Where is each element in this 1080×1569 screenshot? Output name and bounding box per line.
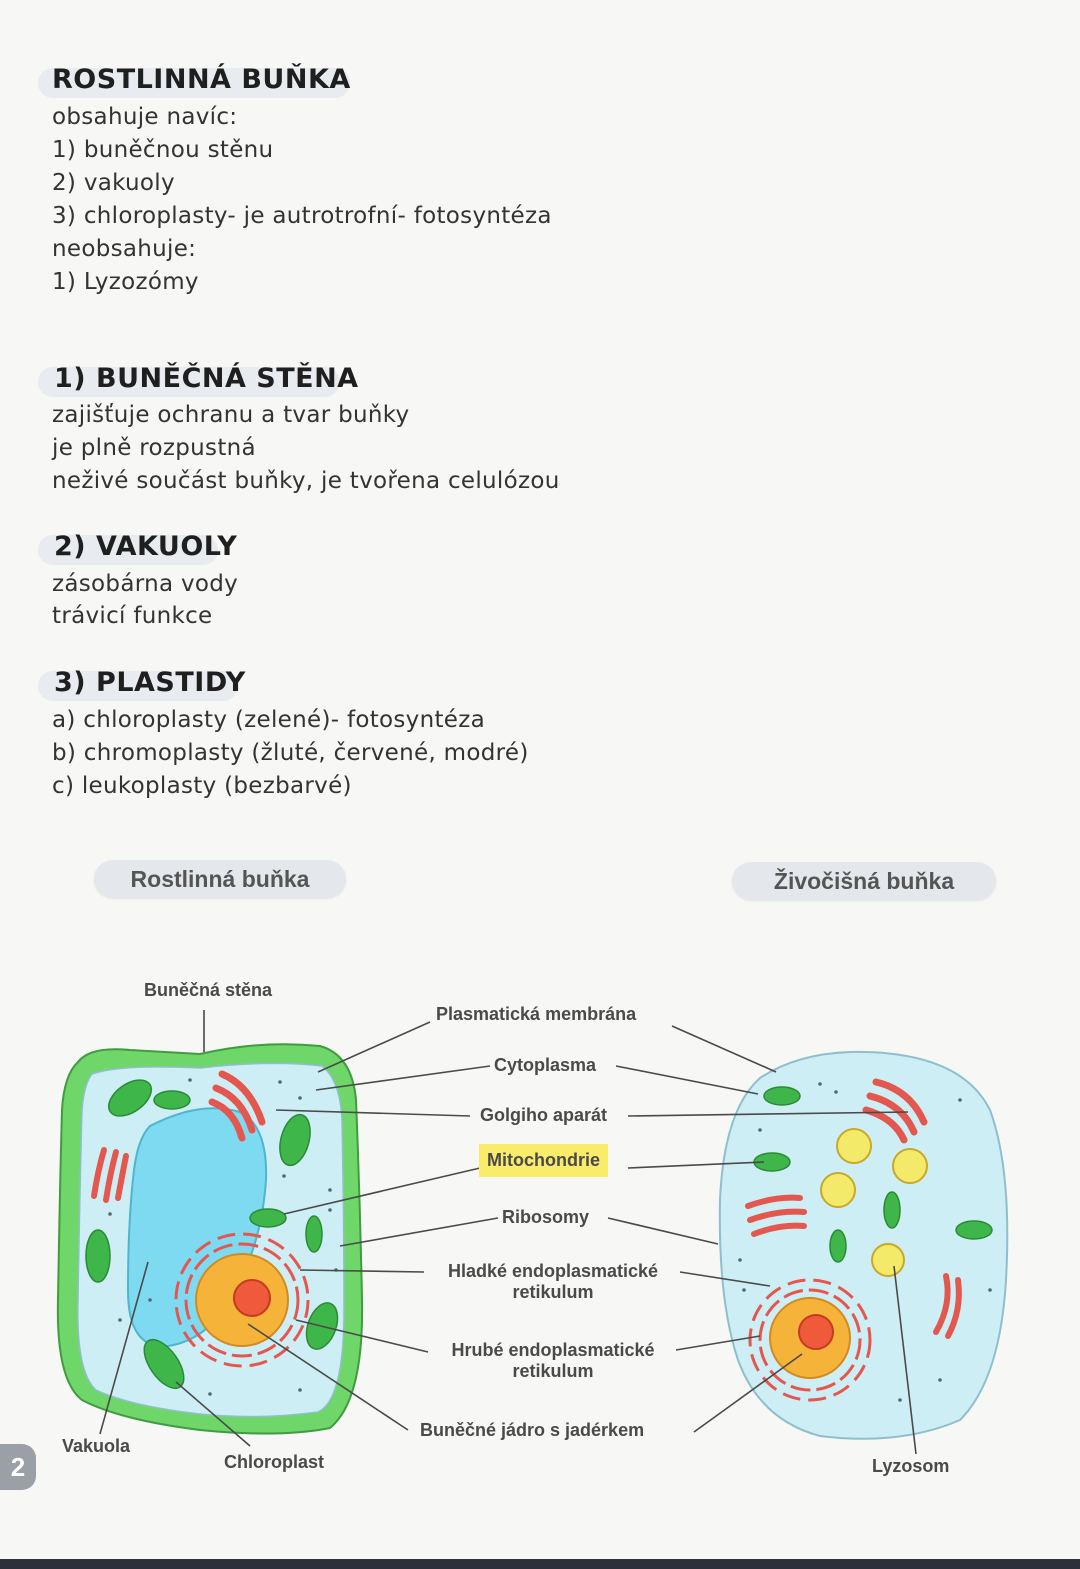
section-heading: 3) PLASTIDY [54,667,246,698]
animal-nucleolus [798,1314,834,1350]
plant-golgi [208,1070,266,1142]
animal-lysosomes [820,1128,928,1277]
note-line: c) leukoplasty (bezbarvé) [52,773,352,799]
label-golgi: Golgiho aparát [480,1105,608,1126]
animal-golgi-left [745,1194,807,1237]
note-line: 1) buněčnou stěnu [52,137,274,163]
leader-lines [99,1010,917,1455]
label-smooth-er-line1: Hladké endoplasmatické [447,1261,659,1281]
animal-mitochondrion [883,1191,901,1229]
label-lysosome: Lyzosom [872,1456,950,1477]
plant-mitochondrion [249,1208,287,1228]
label-ribosomes: Ribosomy [502,1207,590,1228]
note-line: zajišťuje ochranu a tvar buňky [52,402,410,428]
label-rough-er: Hrubé endoplasmatické retikulum [430,1340,676,1382]
animal-mitochondrion [955,1220,993,1240]
note-line: neobsahuje: [52,236,197,262]
plant-mitochondrion [153,1090,191,1110]
heading-highlight [38,68,350,98]
label-smooth-er-line2: retikulum [512,1282,594,1302]
note-line: 3) chloroplasty- je autrotrofní- fotosyn… [52,203,552,229]
section-heading: 2) VAKUOLY [54,531,238,562]
animal-ribosomes [738,1082,992,1402]
animal-nucleus-group [748,1278,872,1402]
plant-chloroplast [143,1338,185,1390]
animal-mitochondrion [829,1229,847,1263]
note-line: a) chloroplasty (zelené)- fotosyntéza [52,707,486,733]
animal-cell [718,1050,1009,1440]
label-vacuole: Vakuola [62,1436,131,1457]
label-rough-er-line2: retikulum [512,1361,594,1381]
label-rough-er-line1: Hrubé endoplasmatické [451,1340,655,1360]
note-line: je plně rozpustná [52,435,256,461]
label-nucleus: Buněčné jádro s jadérkem [420,1420,645,1441]
note-line: b) chromoplasty (žluté, červené, modré) [52,740,529,766]
section-heading: 1) BUNĚČNÁ STĚNA [54,363,359,394]
heading-highlight [38,367,340,397]
label-cytoplasm: Cytoplasma [494,1055,597,1076]
plant-chloroplast [279,1113,311,1167]
heading-highlight [38,535,218,565]
label-cell-wall: Buněčná stěna [144,980,273,1001]
plant-cell-title: Rostlinná buňka [94,860,346,898]
animal-golgi [862,1078,928,1144]
section-heading: ROSTLINNÁ BUŇKA [52,64,351,95]
plant-ribosomes [108,1078,338,1396]
animal-golgi-right [933,1273,962,1339]
plant-golgi-left [91,1147,129,1203]
plant-mitochondrion [305,1215,323,1253]
label-mitochondria: Mitochondrie [479,1144,608,1177]
heading-highlight [38,671,238,701]
plant-nucleolus [233,1279,271,1317]
plant-nucleus-group [174,1232,310,1368]
label-plasma-membrane: Plasmatická membrána [436,1004,637,1025]
plant-cell [56,1043,364,1435]
page-number: 2 [0,1444,36,1490]
note-line: 2) vakuoly [52,170,175,196]
note-line: trávicí funkce [52,603,213,629]
plant-chloroplast [85,1229,111,1283]
plant-chloroplast [108,1079,152,1117]
label-smooth-er: Hladké endoplasmatické retikulum [428,1261,678,1303]
note-line: neživé součást buňky, je tvořena celulóz… [52,468,560,494]
note-line: 1) Lyzozómy [52,269,199,295]
note-line: zásobárna vody [52,571,239,597]
label-chloroplast: Chloroplast [224,1452,325,1473]
note-line: obsahuje navíc: [52,104,238,130]
animal-cell-title: Živočišná buňka [732,862,996,900]
animal-mitochondrion [763,1086,801,1106]
bottom-bar [0,1559,1080,1569]
